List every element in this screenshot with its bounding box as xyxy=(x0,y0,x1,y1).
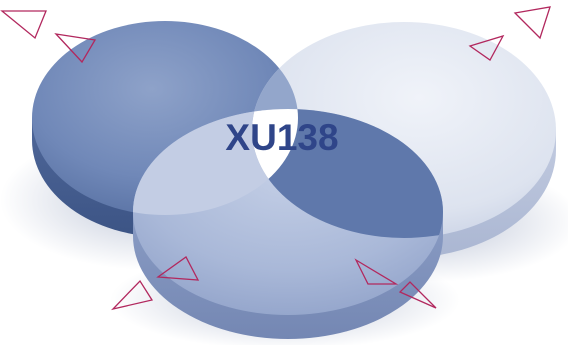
center-label: XU138 xyxy=(225,117,338,158)
triangle-outline-6 xyxy=(111,279,154,311)
triangle-outline-1 xyxy=(0,10,47,40)
triangle-decorations xyxy=(0,6,551,311)
triangle-outline-2 xyxy=(54,33,97,64)
triangle-outline-8 xyxy=(398,281,437,309)
triangle-outline-7 xyxy=(354,258,399,285)
triangle-outline-5 xyxy=(156,256,200,281)
triangle-outline-3 xyxy=(513,6,551,40)
triangle-outline-4 xyxy=(468,34,505,61)
